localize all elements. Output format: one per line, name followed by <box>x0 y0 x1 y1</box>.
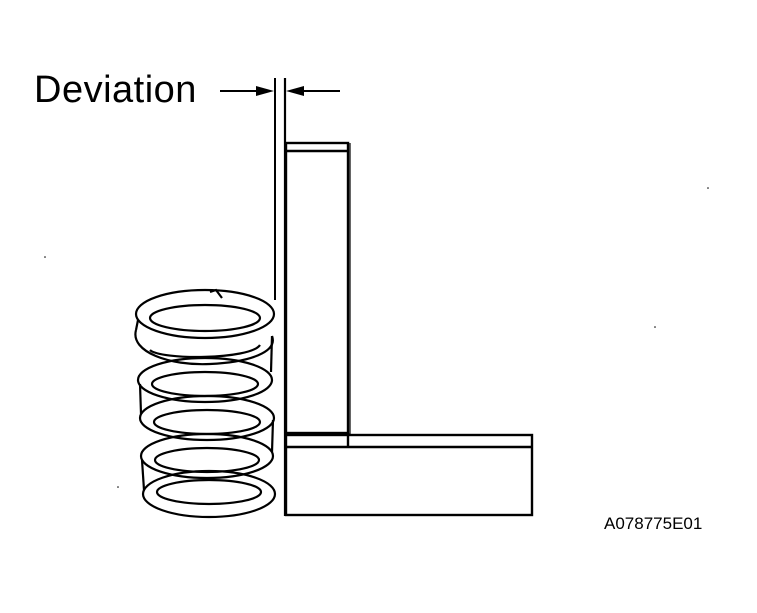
coil-end-cut <box>209 288 223 299</box>
square-vertical-blade <box>284 141 350 435</box>
coil-spring <box>134 288 277 519</box>
coil-3-inner <box>150 370 260 398</box>
coil-5-outer <box>139 432 275 480</box>
coil-link-3 <box>138 383 143 415</box>
coil-link-4 <box>270 419 275 453</box>
coil-bottom-outer <box>141 469 277 519</box>
right-arrowhead <box>286 86 304 96</box>
coil-3-outer <box>136 356 274 404</box>
coil-2-outer <box>134 329 274 366</box>
coil-2-inner <box>149 344 261 359</box>
square-base <box>284 433 534 517</box>
deviation-dimension <box>220 86 340 96</box>
coil-link-5 <box>140 459 146 491</box>
deviation-label: Deviation <box>34 69 197 111</box>
coil-4-outer <box>138 394 276 442</box>
coil-top-inner <box>148 303 262 333</box>
coil-top-outer <box>134 288 276 340</box>
coil-4-inner <box>152 408 262 436</box>
coil-link-1 <box>134 319 140 331</box>
scan-specks <box>44 187 709 488</box>
figure-id: A078775E01 <box>604 514 703 533</box>
left-arrowhead <box>256 86 274 96</box>
coil-link-2 <box>269 335 274 373</box>
steel-square <box>284 141 534 517</box>
coil-bottom-inner <box>155 478 263 506</box>
coil-5-inner <box>153 446 261 474</box>
